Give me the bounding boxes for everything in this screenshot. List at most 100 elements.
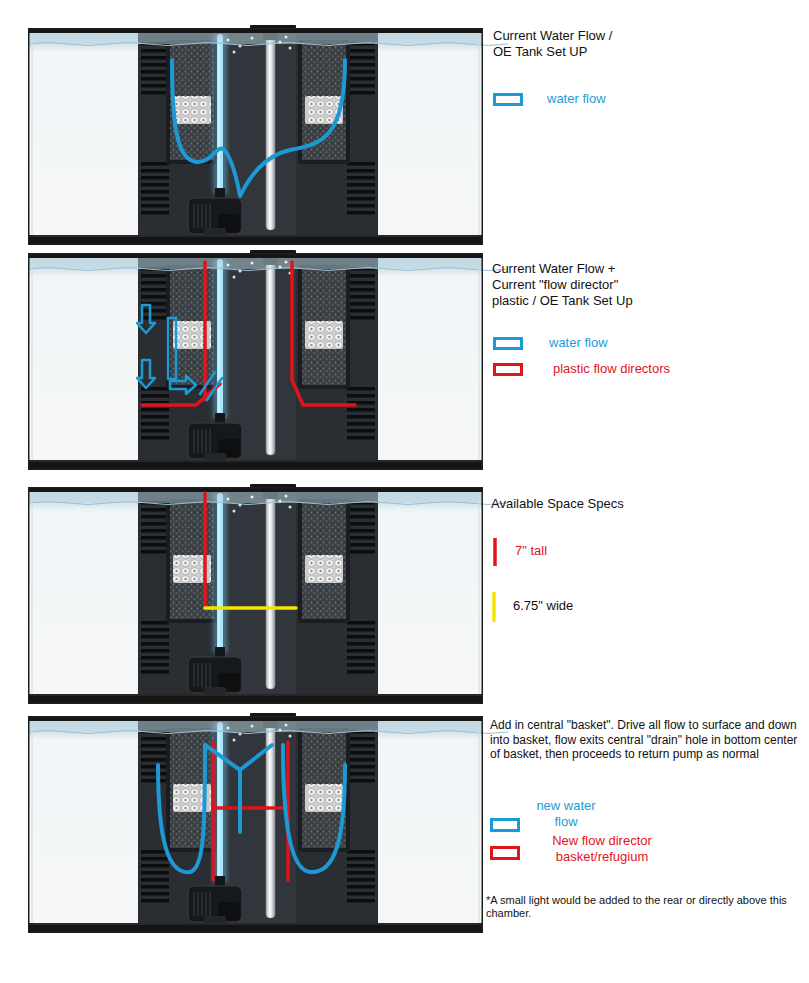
vent-slot xyxy=(347,508,375,512)
pump-grill xyxy=(193,892,195,916)
vent-slot xyxy=(347,536,375,540)
panel-heading: Available Space Specs xyxy=(491,496,711,512)
vent-slot xyxy=(347,387,375,391)
bubble xyxy=(285,36,288,39)
vent-slot xyxy=(347,302,375,306)
vent-slot xyxy=(347,190,375,194)
vent-slot xyxy=(347,70,375,74)
vent-slot xyxy=(347,864,375,868)
flow-arrow xyxy=(207,378,222,400)
vent-slot xyxy=(347,744,375,748)
vent-slot xyxy=(141,70,169,74)
vent-slot xyxy=(347,183,375,187)
legend-label: water flow xyxy=(549,335,608,351)
bubble xyxy=(279,41,282,44)
sponge-frame xyxy=(166,499,218,623)
water-surface xyxy=(28,502,508,505)
bubble xyxy=(285,495,288,498)
heater xyxy=(266,36,275,230)
new-flow-line xyxy=(283,745,345,872)
vent-slot xyxy=(347,635,375,639)
glass-edge xyxy=(479,721,480,923)
rear-chamber xyxy=(138,491,378,695)
aquarium-illustration xyxy=(28,250,508,470)
vent-slot xyxy=(141,63,169,67)
sponge-frame xyxy=(166,265,218,389)
glass-edge xyxy=(32,258,33,460)
vent-slot xyxy=(141,649,169,653)
glass-tank xyxy=(28,28,483,245)
vent-slot xyxy=(347,871,375,875)
pump-grill xyxy=(193,663,195,687)
vent-slot xyxy=(347,197,375,201)
base-edge xyxy=(28,695,483,696)
pump-foot xyxy=(204,687,226,695)
vent-slot xyxy=(141,309,169,313)
vent-slot xyxy=(141,635,169,639)
vent-slot xyxy=(347,529,375,533)
pump-foot xyxy=(204,916,226,924)
vent-slot xyxy=(141,758,169,762)
rear-chamber xyxy=(138,32,378,236)
pump-grill xyxy=(205,663,207,687)
pump-grill xyxy=(205,429,207,453)
vent-slot xyxy=(141,408,169,412)
vent-slot xyxy=(141,656,169,660)
vent-slot xyxy=(347,758,375,762)
bubble xyxy=(227,39,230,42)
pump-grill xyxy=(197,429,199,453)
vent-slot xyxy=(347,772,375,776)
vent-slot xyxy=(347,56,375,60)
vent-slot xyxy=(347,550,375,554)
pump-grill xyxy=(209,892,211,916)
vent-slot xyxy=(347,281,375,285)
legend-label: plastic flow directors xyxy=(553,361,670,377)
vent-slot xyxy=(347,394,375,398)
panel-heading: Current Water Flow + Current "flow direc… xyxy=(492,261,652,309)
return-tube xyxy=(217,722,223,882)
vent-slot xyxy=(141,663,169,667)
vent-slot xyxy=(347,850,375,854)
vent-slot xyxy=(141,550,169,554)
vent-slot xyxy=(347,429,375,433)
return-tube xyxy=(217,259,223,419)
vent-slot xyxy=(347,316,375,320)
vent-slot xyxy=(141,515,169,519)
flow-overlays xyxy=(137,60,355,880)
bubble xyxy=(279,729,282,732)
aquarium-illustration xyxy=(28,25,508,245)
bubble xyxy=(227,498,230,501)
glass-edge xyxy=(32,33,33,235)
glass-edge xyxy=(479,33,480,235)
legend-swatch xyxy=(490,818,520,832)
vent-slot xyxy=(347,765,375,769)
filter-sponge xyxy=(170,732,214,848)
vent-slot xyxy=(141,84,169,88)
sponge-frame xyxy=(298,499,350,623)
vent-slot xyxy=(347,274,375,278)
new-flow-line xyxy=(158,745,205,872)
dimension-label: 7" tall xyxy=(515,543,547,559)
pump-grill xyxy=(205,892,207,916)
tank-outline xyxy=(29,488,483,704)
vent-slot xyxy=(141,642,169,646)
vent-slot xyxy=(347,49,375,53)
vent-slot xyxy=(141,394,169,398)
pump-grill xyxy=(205,204,207,228)
bubble xyxy=(227,727,230,730)
vent-slot xyxy=(347,211,375,215)
aquarium-illustration xyxy=(28,484,508,704)
vent-slot xyxy=(141,744,169,748)
sponge-frame xyxy=(298,265,350,389)
return-tube xyxy=(217,493,223,653)
vent-slot xyxy=(141,281,169,285)
vent-slot xyxy=(141,183,169,187)
bubble xyxy=(233,510,236,513)
pump-grill xyxy=(193,429,195,453)
vent-slot xyxy=(141,288,169,292)
legend-swatch xyxy=(493,93,523,106)
height-dimension xyxy=(203,493,207,608)
vent-slot xyxy=(141,543,169,547)
basket-wall xyxy=(211,742,215,880)
filter-sponge xyxy=(302,269,346,385)
